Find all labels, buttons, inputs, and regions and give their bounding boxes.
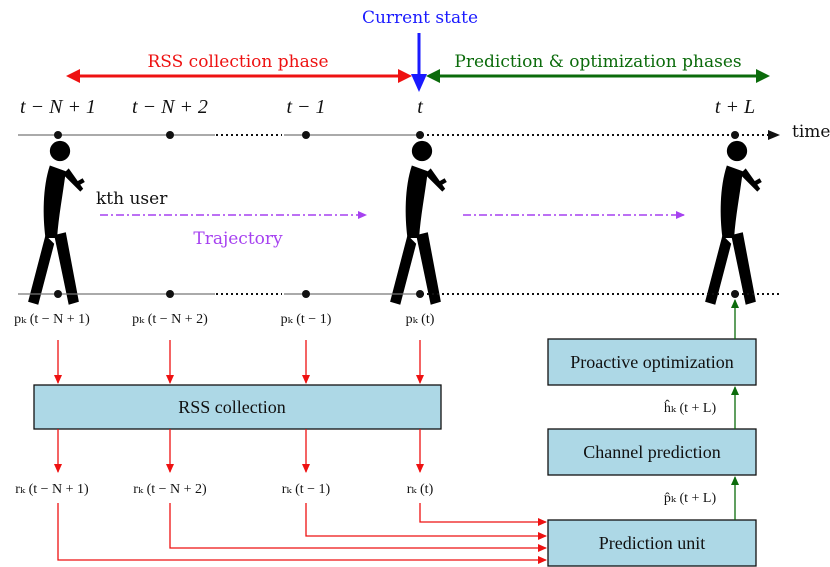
route-r3-to-prediction (305, 503, 547, 540)
position-label-4: pₖ (t) (406, 312, 435, 327)
tick-label-t: t (417, 96, 423, 118)
prediction-unit-label: Prediction unit (599, 533, 706, 553)
pred-phase-arrowhead-left (426, 69, 440, 83)
position-axis (18, 290, 780, 298)
user-figure-future-icon (705, 140, 762, 305)
rss-value-label-2: rₖ (t − N + 2) (133, 482, 207, 497)
current-state-label: Current state (362, 8, 478, 28)
route-r1-to-prediction (57, 503, 547, 564)
route-r2-to-prediction (169, 503, 547, 552)
rss-value-label-3: rₖ (t − 1) (282, 482, 331, 497)
current-state-arrowhead (411, 74, 427, 92)
proactive-optimization-label: Proactive optimization (570, 352, 733, 372)
tick-label-t-l: t + L (715, 96, 755, 118)
time-axis-top (18, 130, 780, 140)
pred-phase-label: Prediction & optimization phases (454, 52, 741, 72)
tick-label-t-1: t − 1 (286, 96, 325, 118)
channel-prediction-label: Channel prediction (583, 442, 720, 462)
position-label-3: pₖ (t − 1) (281, 312, 332, 327)
position-label-2: pₖ (t − N + 2) (132, 312, 208, 327)
pred-phase-arrowhead-right (756, 69, 770, 83)
position-label-1: pₖ (t − N + 1) (14, 312, 90, 327)
rss-phase-label: RSS collection phase (147, 52, 328, 72)
tick-label-t-n-1: t − N + 1 (20, 96, 96, 118)
rss-phase-arrowhead-right (398, 69, 412, 83)
prediction-unit-box (547, 519, 757, 567)
user-figure-icon (28, 140, 85, 305)
h-hat-label: ĥₖ (t + L) (664, 399, 717, 416)
proactive-optimization-box (547, 338, 757, 386)
rss-phase-arrowhead-left (66, 69, 80, 83)
tick-label-t-n-2: t − N + 2 (132, 96, 208, 118)
rss-collection-label: RSS collection (178, 397, 286, 417)
p-hat-label: p̂ₖ (t + L) (664, 491, 717, 506)
route-r4-to-prediction (419, 503, 547, 526)
rss-value-label-1: rₖ (t − N + 1) (15, 482, 89, 497)
channel-prediction-box (547, 428, 757, 476)
trajectory-label: Trajectory (193, 229, 283, 249)
rss-collection-box (33, 384, 442, 430)
time-axis-label: time (792, 122, 830, 142)
user-figure-current-icon (390, 140, 447, 305)
rss-value-label-4: rₖ (t) (407, 482, 434, 497)
kth-user-label: kth user (96, 189, 168, 209)
